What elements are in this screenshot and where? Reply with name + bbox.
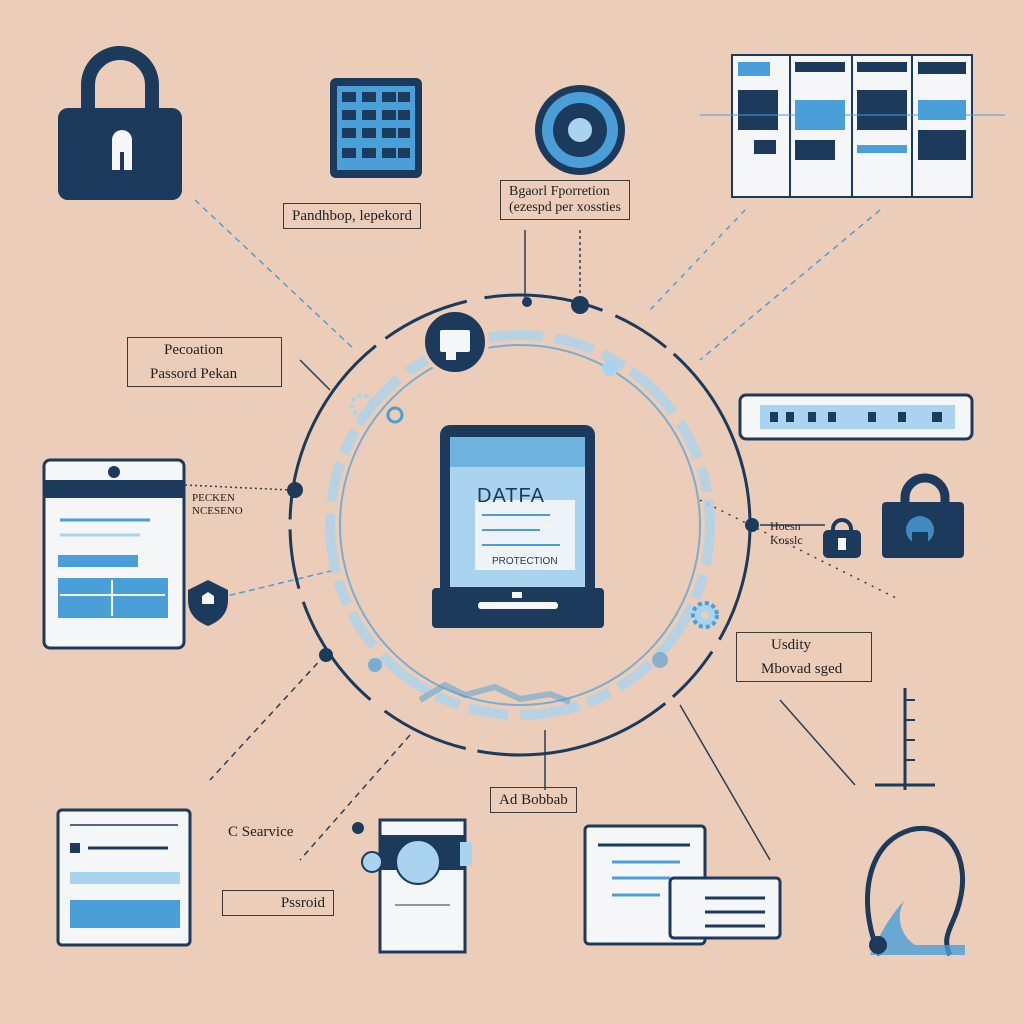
keyboard-label-text: Pandhbop, lepekord [292, 208, 412, 224]
lock-icon [823, 518, 861, 558]
password-label: Pssroid [222, 890, 334, 916]
hub-tablet-icon [432, 425, 604, 628]
shield-icon [188, 580, 228, 626]
usage-label-line2: Mbovad sged [761, 661, 843, 677]
connector-lines [184, 199, 901, 861]
person-icon [865, 688, 966, 957]
device-icon [352, 818, 472, 954]
usage-label: Usdity Mbovad sged [736, 632, 872, 682]
right-note-line1: Hoesn [770, 519, 801, 533]
hub-title: DATFA [477, 485, 545, 507]
service-label: C Searvice [220, 820, 301, 844]
server-rack-icon [700, 54, 1005, 198]
padlock-icon [58, 46, 182, 200]
service-label-text: C Searvice [228, 824, 294, 840]
outer-ring [287, 293, 759, 757]
right-note-label: Hoesn Kosslc [770, 519, 803, 547]
password-label-text: Pssroid [280, 895, 325, 911]
right-note-line2: Kosslc [770, 533, 803, 547]
encryption-label-line2: (ezespd per xossties [509, 200, 621, 215]
encryption-label-line1: Bgaorl Fporretion [509, 184, 610, 199]
toolbar-icon [738, 393, 974, 441]
verification-label-line1: Pecoation [164, 342, 224, 358]
usage-label-line1: Usdity [771, 637, 812, 653]
bottom-center-label: Ad Bobbab [490, 787, 577, 813]
left-note-label: PECKEN NCESENO [192, 492, 243, 518]
left-note-line1: PECKEN [192, 492, 235, 504]
gear-icon [691, 601, 719, 629]
target-icon [535, 85, 625, 175]
hub-subtitle: PROTECTION [492, 556, 558, 567]
verification-label-line2: Passord Pekan [150, 366, 238, 382]
verification-label: Pecoation Passord Pekan [127, 337, 282, 387]
chat-icon [421, 308, 489, 376]
lock-icon [882, 473, 964, 558]
left-note-line2: NCESENO [192, 505, 243, 517]
keypad-icon [330, 78, 422, 178]
keyboard-label: Pandhbop, lepekord [283, 203, 421, 229]
document-icon [42, 458, 186, 650]
document-icon [56, 808, 192, 947]
encryption-label: Bgaorl Fporretion (ezespd per xossties [500, 180, 630, 220]
bottom-center-label-text: Ad Bobbab [499, 792, 568, 808]
gear-icon [350, 393, 374, 417]
window-icon [583, 824, 782, 946]
